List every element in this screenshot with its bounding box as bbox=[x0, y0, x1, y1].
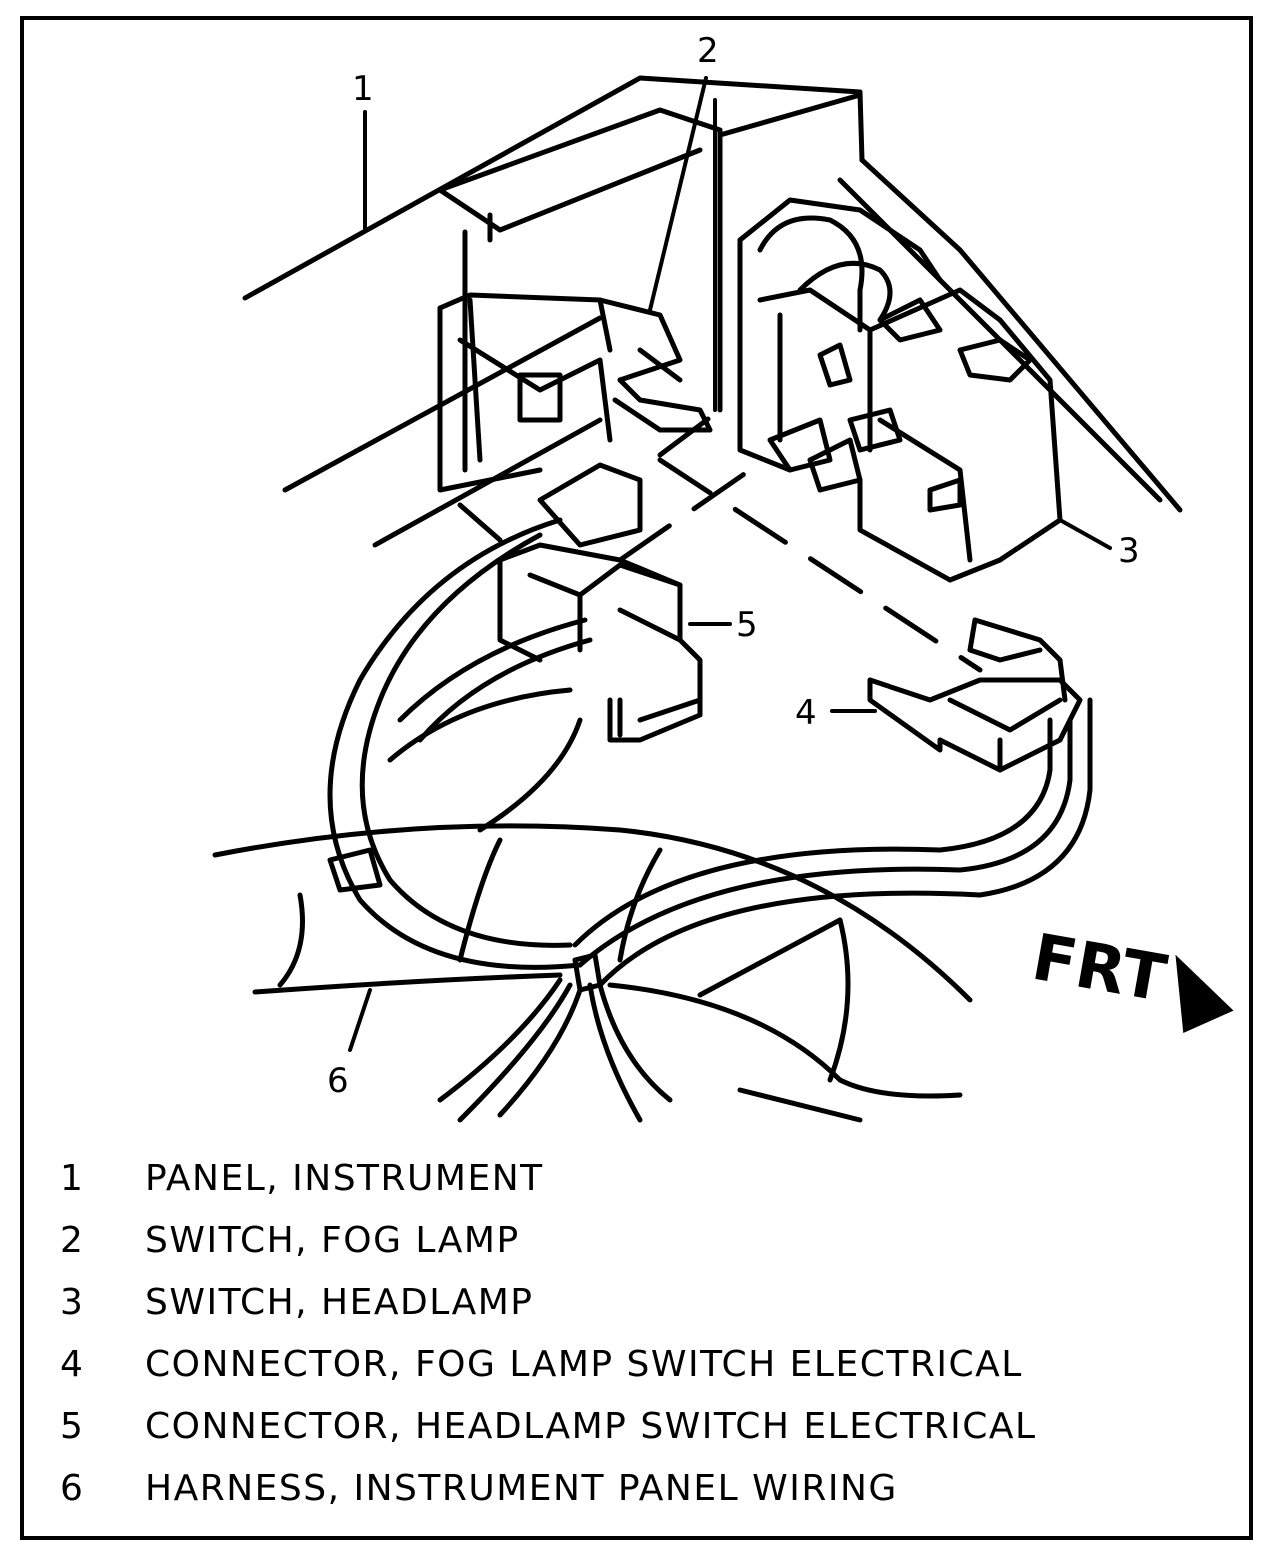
legend-number: 6 bbox=[60, 1468, 83, 1509]
front-arrow-icon bbox=[1175, 954, 1234, 1033]
legend-description: CONNECTOR, FOG LAMP SWITCH ELECTRICAL bbox=[145, 1344, 1023, 1385]
legend-number: 2 bbox=[60, 1220, 83, 1261]
front-direction-indicator: FRT bbox=[1027, 921, 1234, 1033]
diagram-border bbox=[20, 16, 1253, 1540]
legend-description: PANEL, INSTRUMENT bbox=[145, 1158, 544, 1199]
legend-description: SWITCH, FOG LAMP bbox=[145, 1220, 520, 1261]
leader-lines bbox=[348, 76, 1112, 1052]
callout-3: 3 bbox=[1118, 531, 1140, 571]
callout-5: 5 bbox=[736, 605, 758, 645]
fog-lamp-connector-drawing bbox=[867, 617, 1083, 773]
legend-description: CONNECTOR, HEADLAMP SWITCH ELECTRICAL bbox=[145, 1406, 1037, 1447]
legend-item: 4 CONNECTOR, FOG LAMP SWITCH ELECTRICAL bbox=[52, 1344, 1232, 1406]
callout-1: 1 bbox=[352, 69, 374, 109]
wiring-harness-drawing bbox=[327, 517, 1093, 1123]
legend-number: 4 bbox=[60, 1344, 83, 1385]
legend-number: 3 bbox=[60, 1282, 83, 1323]
legend-item: 3 SWITCH, HEADLAMP bbox=[52, 1282, 1232, 1344]
callout-2: 2 bbox=[697, 31, 719, 71]
parts-legend: 1 PANEL, INSTRUMENT 2 SWITCH, FOG LAMP 3… bbox=[52, 1158, 1232, 1530]
legend-description: SWITCH, HEADLAMP bbox=[145, 1282, 534, 1323]
legend-description: HARNESS, INSTRUMENT PANEL WIRING bbox=[145, 1468, 898, 1509]
headlamp-switch-drawing bbox=[737, 197, 1063, 583]
instrument-panel-drawing bbox=[242, 75, 1183, 548]
callout-6: 6 bbox=[327, 1061, 349, 1101]
legend-item: 2 SWITCH, FOG LAMP bbox=[52, 1220, 1232, 1282]
frt-label: FRT bbox=[1027, 921, 1172, 1017]
legend-item: 6 HARNESS, INSTRUMENT PANEL WIRING bbox=[52, 1468, 1232, 1530]
alignment-lines bbox=[457, 407, 983, 673]
dash-cover-contours bbox=[212, 823, 973, 1123]
callout-4: 4 bbox=[795, 693, 817, 733]
legend-number: 1 bbox=[60, 1158, 83, 1199]
legend-item: 1 PANEL, INSTRUMENT bbox=[52, 1158, 1232, 1220]
legend-item: 5 CONNECTOR, HEADLAMP SWITCH ELECTRICAL bbox=[52, 1406, 1232, 1468]
headlamp-connector-drawing bbox=[497, 462, 703, 743]
legend-number: 5 bbox=[60, 1406, 83, 1447]
fog-lamp-switch-drawing bbox=[437, 292, 713, 493]
